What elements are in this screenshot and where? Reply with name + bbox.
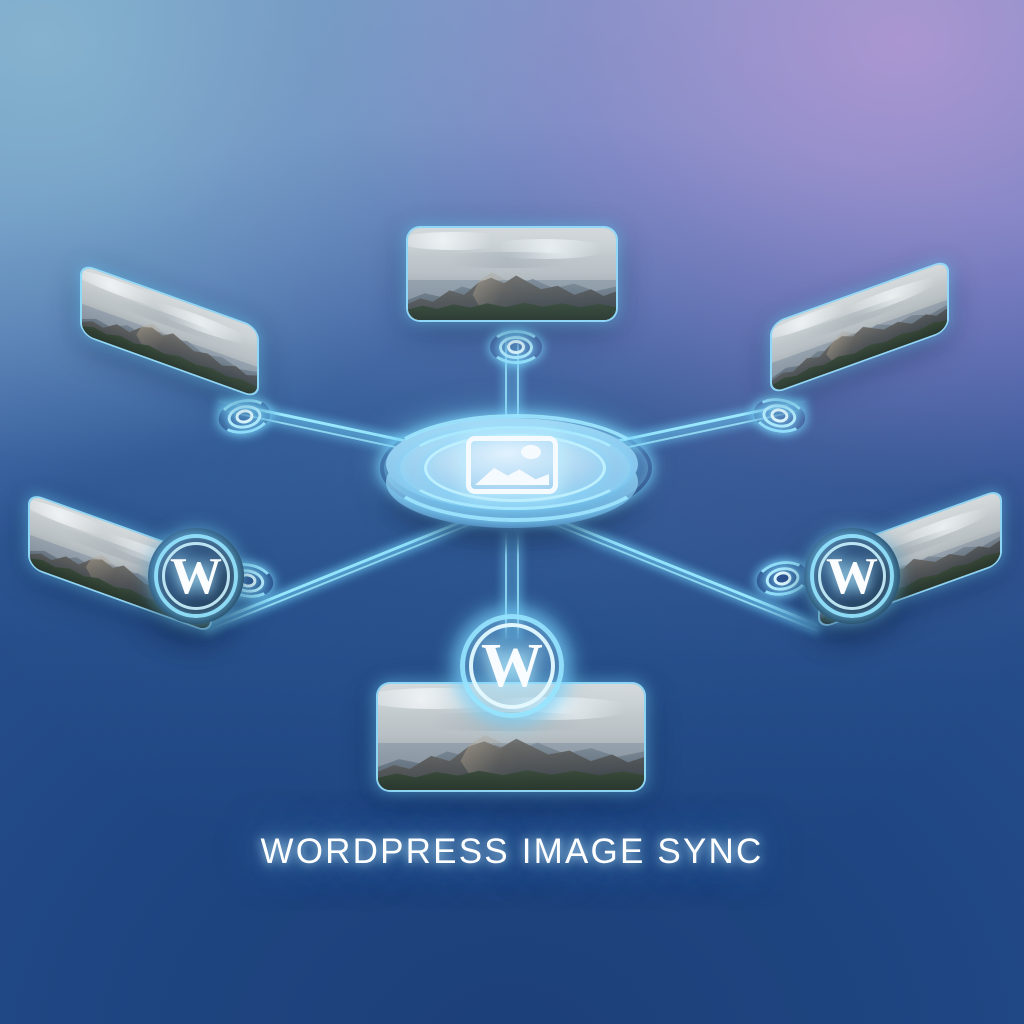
wordpress-glow-ring-inner — [818, 542, 886, 610]
image-panel-right-upper[interactable] — [772, 261, 947, 393]
wordpress-badge-right[interactable]: W — [798, 528, 900, 624]
page-title: WORDPRESS IMAGE SYNC — [260, 832, 764, 871]
wordpress-logo-letter: W — [170, 547, 222, 605]
sync-node-icon-top[interactable] — [490, 330, 542, 364]
mountain-photo — [82, 265, 257, 397]
hub-ring-outer — [380, 414, 652, 522]
picture-icon-frame — [466, 436, 558, 494]
central-sync-hub[interactable] — [378, 400, 652, 552]
wordpress-badge-bottom[interactable]: W — [446, 600, 578, 732]
mountain-photo — [408, 228, 616, 320]
wordpress-glow-ring — [460, 614, 564, 718]
wordpress-badge-left[interactable]: W — [148, 528, 250, 624]
hub-ring-inner — [424, 434, 606, 502]
sync-node-icon-lower-right[interactable] — [753, 557, 812, 600]
wordpress-glow-ring — [154, 534, 238, 618]
wordpress-glow-ring — [810, 534, 894, 618]
hub-ring-mid — [400, 426, 630, 510]
wordpress-glow-ring-inner — [469, 623, 555, 709]
picture-icon — [466, 436, 558, 494]
wordpress-logo-letter: W — [826, 547, 878, 605]
image-panel-top[interactable] — [408, 228, 616, 320]
wordpress-logo-letter: W — [481, 631, 543, 700]
mountain-photo — [772, 261, 947, 393]
image-panel-left-upper[interactable] — [82, 265, 257, 397]
picture-icon-sun — [521, 445, 541, 459]
wordpress-glow-ring-inner — [162, 542, 230, 610]
sync-node-icon-upper-right[interactable] — [750, 394, 808, 437]
